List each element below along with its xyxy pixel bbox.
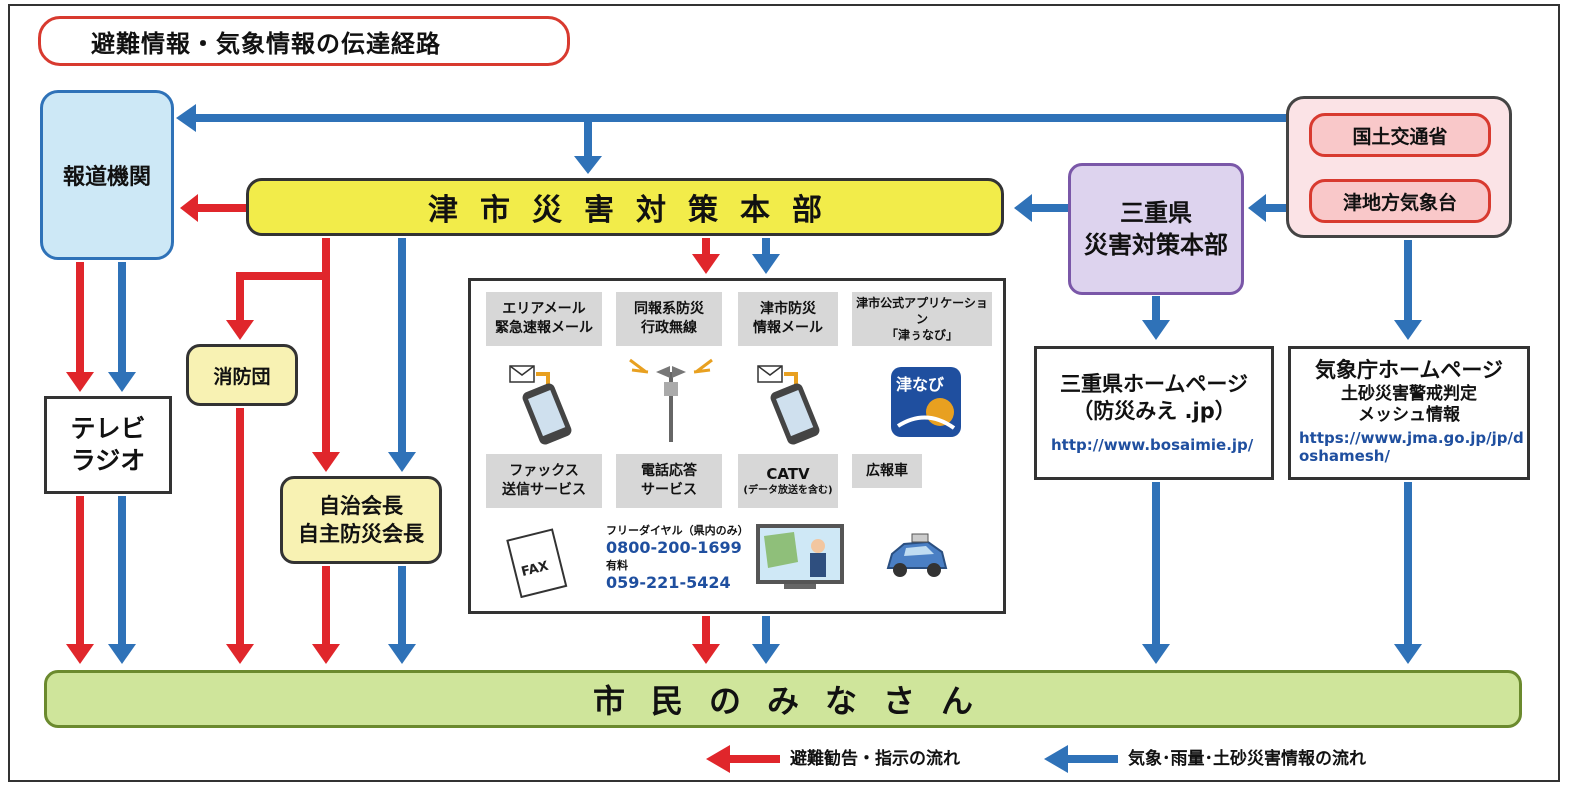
paid-number[interactable]: 059-221-5424 xyxy=(606,573,731,592)
fax-icon-text: FAX xyxy=(520,559,550,580)
channel-label-phone: 電話応答 サービス xyxy=(616,454,722,508)
arrow-hq-to-fire xyxy=(236,238,330,322)
channel-label-catv: CATV xyxy=(766,465,810,484)
legend-blue-label: 気象･雨量･土砂災害情報の流れ xyxy=(1128,749,1366,769)
pref-hp-sub: （防災みえ .jp） xyxy=(1072,399,1236,424)
jma-hp-title: 気象庁ホームページ xyxy=(1315,358,1503,382)
channel-label-area-mail: エリアメール 緊急速報メール xyxy=(486,292,602,346)
fax-icon: FAX xyxy=(506,528,568,598)
channel-label-disaster-mail: 津市防災 情報メール xyxy=(738,292,838,346)
paid-label: 有料 xyxy=(606,559,628,572)
mobile-phone-mail-icon xyxy=(757,365,820,445)
node-tsu-disaster-hq: 津市災害対策本部 xyxy=(246,178,1004,236)
free-dial-label: フリーダイヤル（県内のみ） xyxy=(606,524,749,537)
channel-label-catv-sub: (データ放送を含む) xyxy=(743,485,833,497)
jma-hp-url[interactable]: https://www.jma.go.jp/jp/doshamesh/ xyxy=(1299,429,1524,466)
node-mlit: 国土交通省 xyxy=(1309,113,1491,157)
phone-service-numbers: フリーダイヤル（県内のみ） 0800-200-1699 有料 059-221-5… xyxy=(606,522,749,592)
channel-label-catv-box: CATV (データ放送を含む) xyxy=(738,454,838,508)
node-community-chief: 自治会長 自主防災会長 xyxy=(280,476,442,564)
pref-hp-url[interactable]: http://www.bosaimie.jp/ xyxy=(1051,435,1254,454)
diagram-title: 避難情報・気象情報の伝達経路 xyxy=(38,16,570,66)
node-fire-brigade: 消防団 xyxy=(186,344,298,406)
legend-red-label: 避難勧告・指示の流れ xyxy=(790,749,960,769)
tsunavi-app-text: 津なび xyxy=(896,375,945,394)
channel-label-app: 津市公式アプリケーション 「津ぅなび」 xyxy=(852,292,992,346)
channel-label-fax: ファックス 送信サービス xyxy=(486,454,602,508)
pref-hp-title: 三重県ホームページ xyxy=(1060,372,1248,396)
node-tsu-met-observatory: 津地方気象台 xyxy=(1309,179,1491,223)
tv-broadcast-icon xyxy=(756,524,844,589)
node-jma-homepage: 気象庁ホームページ 土砂災害警戒判定 メッシュ情報 https://www.jm… xyxy=(1288,346,1530,480)
publicity-car-icon xyxy=(886,533,948,577)
node-media: 報道機関 xyxy=(40,90,174,260)
node-tv-radio: テレビ ラジオ xyxy=(44,396,172,494)
node-mie-pref-hq: 三重県 災害対策本部 xyxy=(1068,163,1244,295)
loudspeaker-pole-icon xyxy=(629,358,713,442)
channel-label-radio: 同報系防災 行政無線 xyxy=(616,292,722,346)
node-mie-pref-homepage: 三重県ホームページ （防災みえ .jp） http://www.bosaimie… xyxy=(1034,346,1274,480)
free-dial-number[interactable]: 0800-200-1699 xyxy=(606,538,742,557)
node-national-agencies: 国土交通省 津地方気象台 xyxy=(1286,96,1512,238)
mobile-phone-mail-icon xyxy=(509,365,572,445)
channel-label-car: 広報車 xyxy=(852,454,922,488)
jma-hp-sub: 土砂災害警戒判定 メッシュ情報 xyxy=(1341,384,1477,425)
tsunavi-app-icon: 津なび xyxy=(891,367,961,437)
node-citizens: 市民のみなさん xyxy=(44,670,1522,728)
